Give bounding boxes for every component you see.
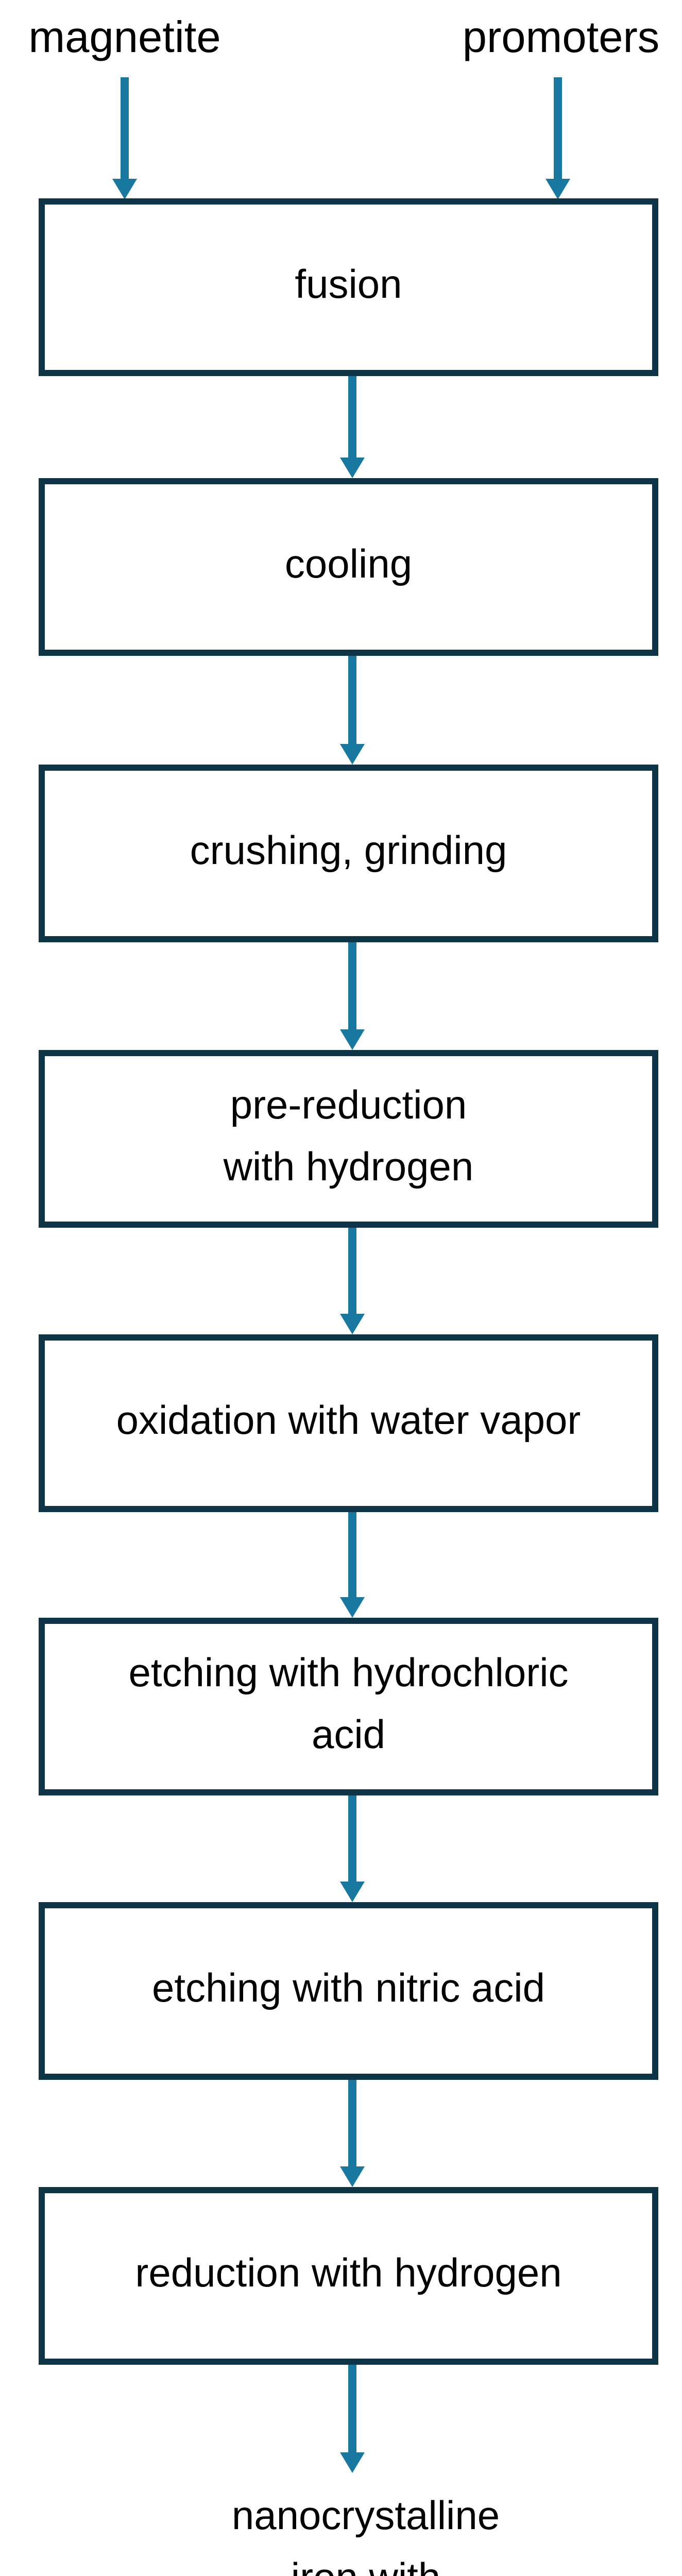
step-box-cooling: cooling — [39, 478, 658, 656]
step-box-fusion: fusion — [39, 198, 658, 376]
step-box-etching-nitric: etching with nitric acid — [39, 1902, 658, 2080]
flow-arrow-4-5 — [340, 1228, 365, 1334]
arrow-down-head-icon — [340, 1882, 365, 1902]
step-box-oxidation: oxidation with water vapor — [39, 1334, 658, 1512]
arrow-stem — [348, 1228, 356, 1317]
arrow-down-head-icon — [340, 1314, 365, 1334]
flow-arrow-3-4 — [340, 942, 365, 1050]
step-label: reduction with hydrogen — [135, 2249, 562, 2295]
arrow-stem — [554, 77, 562, 182]
step-box-pre-reduction: pre-reduction with hydrogen — [39, 1050, 658, 1228]
arrow-down-head-icon — [340, 744, 365, 765]
flow-arrow-8-output — [340, 2365, 365, 2473]
step-label: etching with hydrochloric acid — [128, 1649, 569, 1757]
flow-arrow-5-6 — [340, 1512, 365, 1618]
flow-arrow-promoters — [545, 77, 570, 199]
arrow-stem — [348, 656, 356, 747]
arrow-down-head-icon — [340, 457, 365, 478]
step-label: crushing, grinding — [190, 827, 507, 873]
step-box-etching-hydrochloric: etching with hydrochloric acid — [39, 1618, 658, 1795]
step-box-crushing-grinding: crushing, grinding — [39, 765, 658, 942]
arrow-down-head-icon — [340, 1597, 365, 1618]
input-label-promoters: promoters — [462, 13, 660, 62]
input-label-magnetite: magnetite — [28, 13, 221, 62]
arrow-down-head-icon — [340, 1029, 365, 1050]
arrow-stem — [121, 77, 129, 182]
arrow-down-head-icon — [340, 2166, 365, 2187]
step-label: pre-reduction with hydrogen — [223, 1081, 474, 1189]
flow-arrow-1-2 — [340, 376, 365, 478]
step-label: fusion — [295, 261, 402, 307]
arrow-stem — [348, 376, 356, 461]
arrow-down-head-icon — [340, 2452, 365, 2473]
arrow-stem — [348, 1512, 356, 1600]
step-label: etching with nitric acid — [151, 1964, 545, 2010]
flow-arrow-6-7 — [340, 1795, 365, 1902]
flow-arrow-2-3 — [340, 656, 365, 765]
arrow-down-head-icon — [112, 179, 137, 199]
arrow-stem — [348, 1795, 356, 1885]
arrow-stem — [348, 2080, 356, 2170]
flow-arrow-magnetite — [112, 77, 137, 199]
step-label: oxidation with water vapor — [116, 1397, 581, 1443]
arrow-stem — [348, 942, 356, 1032]
step-box-reduction: reduction with hydrogen — [39, 2187, 658, 2365]
arrow-down-head-icon — [545, 179, 570, 199]
arrow-stem — [348, 2365, 356, 2455]
output-text: nanocrystalline iron with specific nanoc… — [231, 2493, 500, 2576]
flow-arrow-7-8 — [340, 2080, 365, 2187]
step-label: cooling — [284, 540, 413, 586]
